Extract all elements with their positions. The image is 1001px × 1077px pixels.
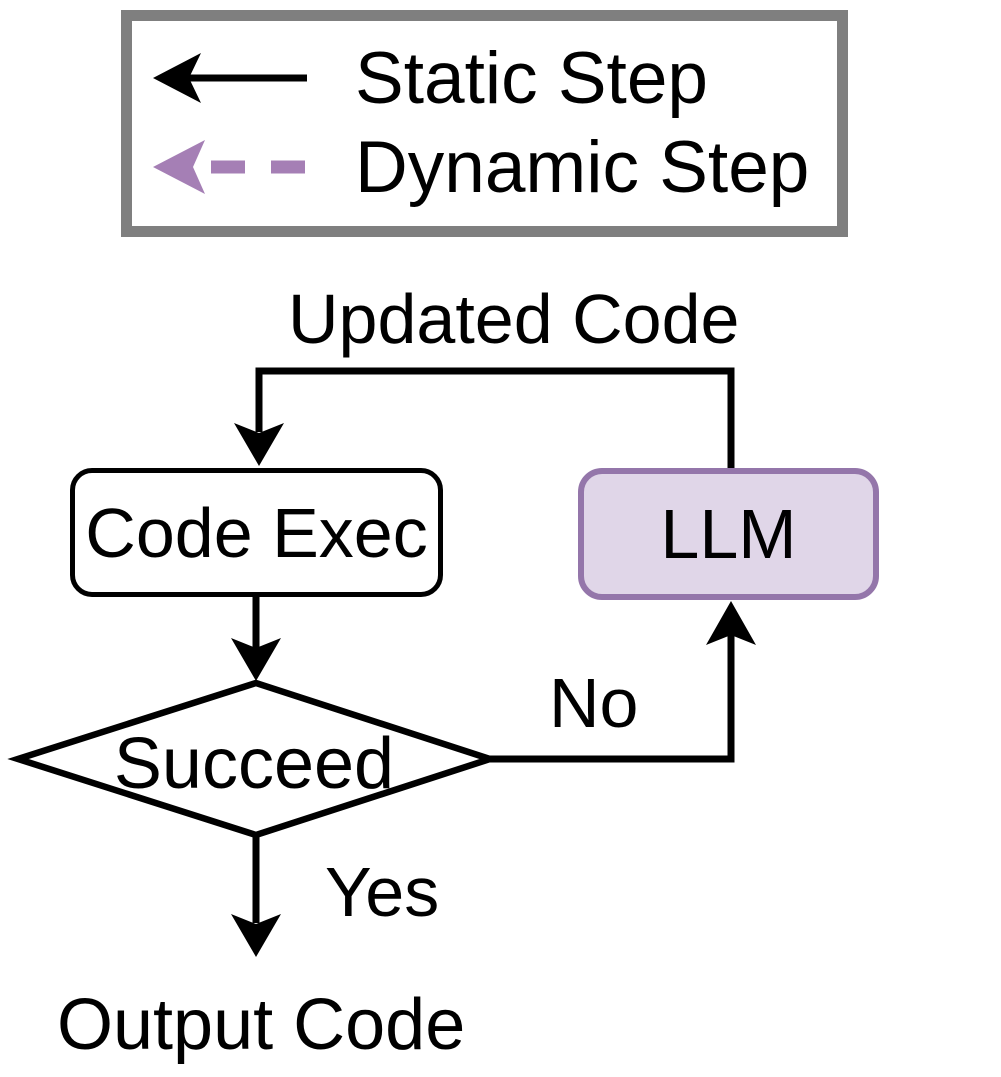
legend-label-dynamic: Dynamic Step <box>355 126 810 208</box>
updated-code-label: Updated Code <box>288 280 740 358</box>
dynamic-step-arrow-icon <box>153 140 307 194</box>
yes-branch-label: Yes <box>325 853 440 931</box>
legend-item-static: Static Step <box>151 42 708 115</box>
arrowhead-into-code-exec <box>234 423 284 466</box>
llm-node: LLM <box>578 468 879 600</box>
arrowhead-into-llm <box>706 601 756 645</box>
static-step-arrow-icon <box>153 53 307 103</box>
code-exec-node-label: Code Exec <box>85 493 428 572</box>
updated-code-connector <box>255 367 735 470</box>
arrowhead-to-output <box>231 914 281 957</box>
llm-node-label: LLM <box>660 495 797 573</box>
code-exec-node: Code Exec <box>70 468 443 597</box>
no-branch-connector <box>490 635 735 763</box>
arrowhead-into-succeed <box>231 638 281 681</box>
legend-label-static: Static Step <box>355 37 709 119</box>
output-code-label: Output Code <box>57 985 466 1065</box>
legend-box: Static Step Dynamic Step <box>121 10 848 237</box>
no-branch-label: No <box>549 664 639 742</box>
legend-item-dynamic: Dynamic Step <box>151 131 809 204</box>
succeed-node-label: Succeed <box>113 724 395 804</box>
